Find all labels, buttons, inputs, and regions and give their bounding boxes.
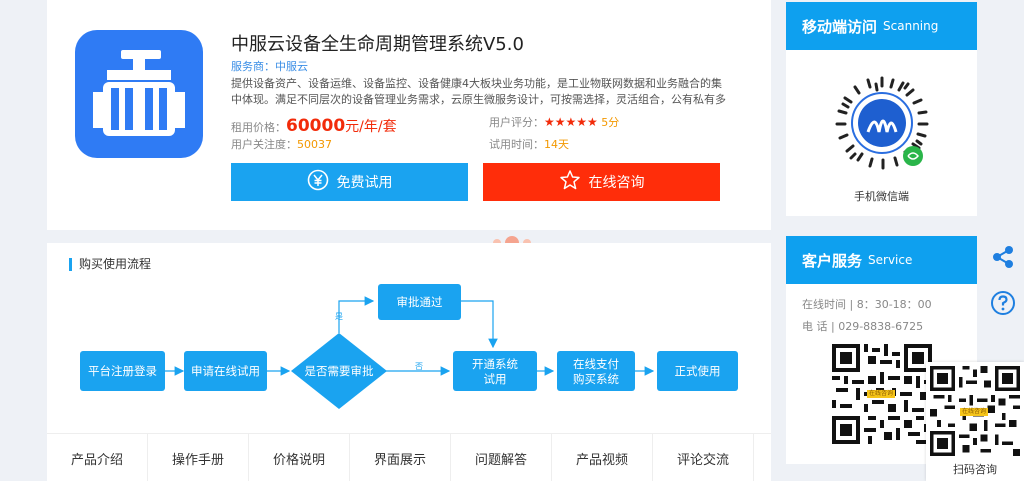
price-label: 租用价格： <box>231 121 286 134</box>
attention-value: 50037 <box>297 138 332 151</box>
online-consult-button[interactable]: 在线咨询 <box>483 163 720 201</box>
flow-node-register <box>80 351 165 391</box>
rating-row: 用户评分：★★★★★ 5分 <box>489 114 619 130</box>
tab-pricing[interactable]: 价格说明 <box>249 434 350 481</box>
mobile-access-box: 移动端访问 Scanning 手机微信端 <box>786 2 977 216</box>
service-phone: 电 话 | 029-8838-6725 <box>802 320 924 333</box>
mobile-access-title: 移动端访问 <box>802 17 878 36</box>
product-card: 中服云设备全生命周期管理系统V5.0 服务商：中服云 提供设备资产、设备运维、设… <box>47 0 771 230</box>
mobile-access-header: 移动端访问 Scanning <box>786 2 977 50</box>
flow-text-pay-1: 在线支付 <box>573 357 619 371</box>
tab-manual[interactable]: 操作手册 <box>148 434 249 481</box>
flow-node-formal <box>657 351 738 391</box>
price-row: 租用价格：60000元/年/套 <box>231 116 397 136</box>
attention-row: 用户关注度：50037 <box>231 136 332 152</box>
help-icon[interactable] <box>990 290 1016 316</box>
flow-text-register: 平台注册登录 <box>88 364 157 378</box>
rating-stars: ★★★★★ <box>544 115 598 129</box>
tab-faq[interactable]: 问题解答 <box>451 434 552 481</box>
scan-qr-badge: 在线咨询 <box>960 408 989 416</box>
wechat-miniprogram-qr <box>833 74 931 172</box>
flow-node-apply <box>184 351 267 391</box>
flow-text-open-1: 开通系统 <box>472 357 518 371</box>
online-consult-label: 在线咨询 <box>588 175 645 191</box>
flow-node-pay <box>557 351 635 391</box>
tab-comments[interactable]: 评论交流 <box>653 434 754 481</box>
flow-yes-label: 是 <box>335 312 343 321</box>
vendor-label: 服务商： <box>231 60 275 73</box>
flow-connectors <box>165 296 655 376</box>
flow-text-formal: 正式使用 <box>675 364 721 378</box>
valve-icon <box>75 30 203 158</box>
product-tabs: 产品介绍 操作手册 价格说明 界面展示 问题解答 产品视频 评论交流 <box>47 433 771 481</box>
tab-screenshots[interactable]: 界面展示 <box>350 434 451 481</box>
purchase-flow-card: 购买使用流程 平台注册登录 <box>47 243 771 481</box>
tab-product-intro[interactable]: 产品介绍 <box>47 434 148 481</box>
trial-time-row: 试用时间：14天 <box>489 136 569 152</box>
customer-service-header: 客户服务 Service <box>786 236 977 284</box>
service-qr-code: 在线咨询 <box>832 344 932 444</box>
flow-no-label: 否 <box>415 362 423 371</box>
tab-video[interactable]: 产品视频 <box>552 434 653 481</box>
rating-value: 5分 <box>601 116 620 129</box>
vendor-info: 服务商：中服云 <box>231 58 308 74</box>
price-value: 60000 <box>286 116 346 136</box>
flow-node-decision <box>291 333 387 409</box>
flow-node-approved <box>378 284 461 320</box>
product-description: 提供设备资产、设备运维、设备监控、设备健康4大板块业务功能，是工业物联网数据和业… <box>231 77 726 106</box>
rating-label: 用户评分： <box>489 116 544 129</box>
flow-text-pay-2: 购买系统 <box>573 372 619 386</box>
share-icon[interactable] <box>990 244 1016 270</box>
free-trial-button[interactable]: 免费试用 <box>231 163 468 201</box>
customer-service-title-en: Service <box>868 253 913 267</box>
price-unit: 元/年/套 <box>345 119 397 135</box>
flow-text-open-2: 试用 <box>484 372 507 386</box>
flow-heading: 购买使用流程 <box>69 258 151 271</box>
service-qr-badge: 在线咨询 <box>867 390 896 398</box>
service-hours: 在线时间 | 8：30-18：00 <box>802 298 932 311</box>
flow-node-open <box>453 351 537 391</box>
mobile-qr-label: 手机微信端 <box>854 190 909 203</box>
star-outline-icon <box>559 169 581 195</box>
flow-text-decision: 是否需要审批 <box>305 364 374 378</box>
mobile-access-title-en: Scanning <box>883 19 939 33</box>
product-title: 中服云设备全生命周期管理系统V5.0 <box>231 34 524 55</box>
flow-text-approved: 审批通过 <box>397 295 443 309</box>
scan-consult-panel[interactable]: 在线咨询 扫码咨询 <box>926 362 1024 481</box>
scan-consult-label: 扫码咨询 <box>953 463 997 476</box>
customer-service-title: 客户服务 <box>802 251 863 270</box>
scan-qr-code: 在线咨询 <box>930 366 1020 456</box>
flow-text-apply: 申请在线试用 <box>191 364 260 378</box>
free-trial-label: 免费试用 <box>336 175 393 191</box>
trial-time-label: 试用时间： <box>489 138 544 151</box>
yen-icon <box>307 169 329 195</box>
attention-label: 用户关注度： <box>231 138 297 151</box>
flow-diagram: 平台注册登录 申请在线试用 是否需要审批 审批通过 开通系统 试用 在线支付 购… <box>80 284 738 409</box>
vendor-link[interactable]: 中服云 <box>275 60 308 73</box>
trial-time-value: 14天 <box>544 138 569 151</box>
